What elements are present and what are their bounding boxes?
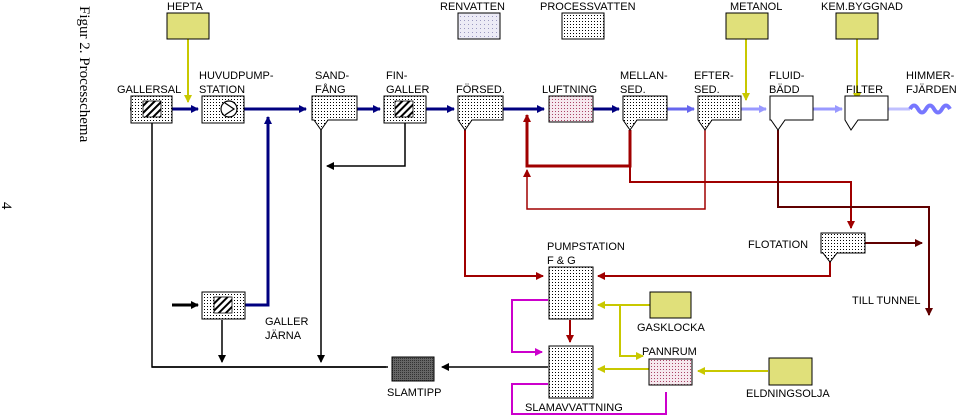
pump-icon (220, 100, 238, 118)
unit-flotation: FLOTATION (748, 232, 866, 263)
himmerfjarden-label-2: FJÄRDEN (906, 84, 957, 96)
legend-hepta-label: HEPTA (167, 1, 204, 13)
eldningsolja-label: ELDNINGSOLJA (746, 388, 830, 400)
pumpstation-label-1: PUMPSTATION (547, 241, 625, 253)
slamtipp-label: SLAMTIPP (387, 387, 441, 399)
himmerfjarden-label-1: HIMMER- (906, 70, 955, 82)
unit-forsed: FÖRSED. (456, 84, 505, 131)
page-number: 4 (0, 202, 14, 210)
galler-jarna-label-1: GALLER (265, 316, 308, 328)
figure-caption: Figur 2. Processchema (76, 6, 92, 143)
gallersal-label: GALLERSAL (117, 84, 181, 96)
unit-sandfang: SAND- FÅNG (311, 70, 358, 131)
legend-kembyggnad-label: KEM.BYGGNAD (821, 1, 903, 13)
forsed-label: FÖRSED. (456, 84, 505, 96)
luftning-label: LUFTNING (542, 84, 597, 96)
fingaller-label-2: GALLER (386, 84, 429, 96)
fluidbadd-label-1: FLUID- (769, 70, 805, 82)
unit-gasklocka: GASKLOCKA (637, 291, 706, 334)
fluidbadd-label-2: BÄDD (769, 84, 800, 96)
pumpstation-label-2: F & G (547, 255, 576, 267)
reject-lines (511, 299, 667, 415)
outlet-himmerfjarden: HIMMER- FJÄRDEN (906, 70, 957, 96)
legend-kembyggnad-box (835, 12, 879, 40)
unit-slamtipp: SLAMTIPP (387, 356, 441, 399)
chemical-lines (184, 39, 861, 375)
unit-filter: FILTER (844, 84, 889, 131)
mellansed-label-2: SED. (620, 84, 646, 96)
gasklocka-label: GASKLOCKA (637, 322, 706, 334)
legend-processvatten-box (561, 12, 605, 40)
flotation-label: FLOTATION (748, 239, 808, 251)
unit-mellansed: MELLAN- SED. (620, 70, 668, 131)
unit-eftersed: EFTER- SED. (694, 70, 742, 131)
unit-fingaller: FIN- GALLER (383, 70, 429, 124)
huvudpump-label-1: HUVUDPUMP- (199, 70, 274, 82)
legend: HEPTA RENVATTEN PROCESSVATTEN METANOL KE… (166, 1, 903, 40)
main-flow-lines (130, 103, 952, 309)
unit-gallersal: GALLERSAL (117, 84, 181, 124)
screenings-lines (151, 123, 548, 371)
unit-huvudpumpstation: HUVUDPUMP- STATION (199, 70, 274, 124)
legend-metanol-label: METANOL (730, 1, 782, 13)
unit-galler-jarna: GALLER JÄRNA (201, 291, 308, 342)
legend-renvatten-box (457, 12, 501, 40)
eftersed-label-2: SED. (694, 84, 720, 96)
outlet-wave (908, 103, 952, 115)
unit-eldningsolja: ELDNINGSOLJA (746, 357, 830, 400)
till-tunnel-label: TILL TUNNEL (852, 295, 920, 307)
unit-pannrum: PANNRUM (642, 346, 697, 386)
mellansed-label-1: MELLAN- (620, 70, 668, 82)
fingaller-label-1: FIN- (386, 70, 408, 82)
pannrum-label: PANNRUM (642, 346, 697, 358)
legend-hepta-box (166, 12, 210, 40)
sandfang-label-2: FÅNG (315, 83, 346, 96)
huvudpump-label-2: STATION (199, 84, 245, 96)
slamavvattning-label: SLAMAVVATTNING (525, 402, 623, 414)
unit-luftning: LUFTNING (542, 84, 597, 123)
legend-metanol-box (725, 12, 769, 40)
unit-slamavvattning: SLAMAVVATTNING (525, 345, 623, 414)
sandfang-label-1: SAND- (315, 70, 350, 82)
filter-label: FILTER (846, 84, 883, 96)
unit-pumpstation-fg: PUMPSTATION F & G (547, 241, 625, 320)
unit-fluidbadd: FLUID- BÄDD (769, 70, 814, 131)
legend-renvatten-label: RENVATTEN (440, 1, 505, 13)
sludge-lines (464, 114, 933, 343)
legend-processvatten-label: PROCESSVATTEN (540, 1, 636, 13)
galler-jarna-label-2: JÄRNA (265, 330, 302, 342)
eftersed-label-1: EFTER- (694, 70, 734, 82)
